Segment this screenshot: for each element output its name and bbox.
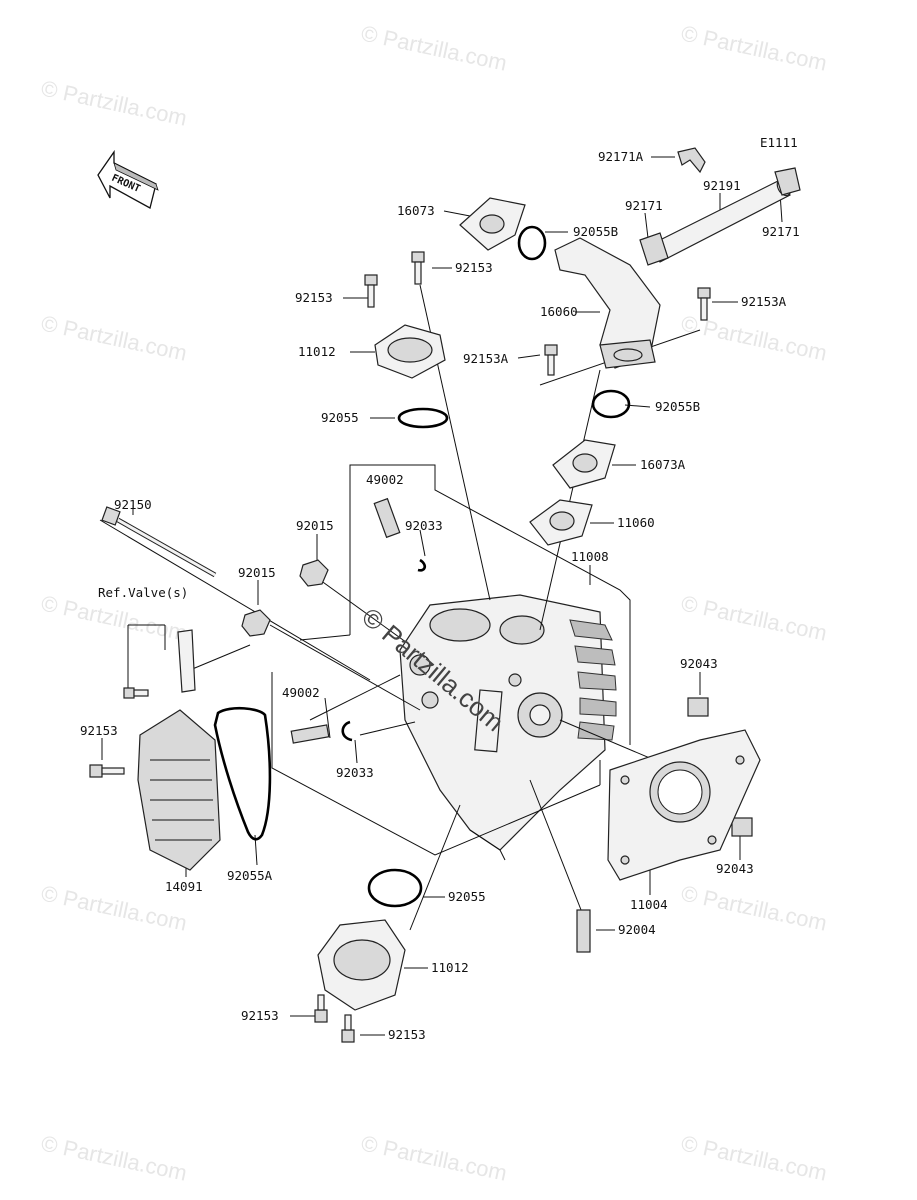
callout-label: 92150	[114, 497, 152, 512]
callout-label: 92055B	[655, 399, 700, 414]
ref-valve-label: Ref.Valve(s)	[98, 585, 188, 600]
watermark: © Partzilla.com	[359, 1130, 509, 1185]
callout-label: 49002	[282, 685, 320, 700]
callout-label: 92153	[241, 1008, 279, 1023]
callout-label: 92153	[295, 290, 333, 305]
callout-label: 92015	[296, 518, 334, 533]
bolt	[544, 344, 558, 376]
callout-label: 92153A	[741, 294, 787, 309]
o-ring	[517, 225, 547, 261]
callout-label: 49002	[366, 472, 404, 487]
watermark: © Partzilla.com	[679, 880, 829, 935]
callout-label: 16073	[397, 203, 435, 218]
valve-lifter	[290, 724, 330, 744]
nut	[299, 559, 329, 587]
callout-label: 92055B	[573, 224, 618, 239]
callout-label: 11004	[630, 897, 668, 912]
bolt	[341, 1014, 355, 1043]
bolt	[697, 287, 711, 321]
callout-label: 92033	[405, 518, 443, 533]
watermark: © Partzilla.com	[39, 75, 189, 130]
watermark: © Partzilla.com	[39, 1130, 189, 1185]
intake-pipe	[554, 237, 661, 369]
watermark-layer: © Partzilla.com © Partzilla.com © Partzi…	[39, 20, 829, 1185]
callout-label: 11060	[617, 515, 655, 530]
callout-label: 11012	[298, 344, 336, 359]
callout-label: 92043	[716, 861, 754, 876]
assembly-outline	[271, 464, 631, 856]
o-ring	[397, 407, 449, 429]
callout-label: 16060	[540, 304, 578, 319]
head-cover	[137, 709, 221, 871]
callout-label: 92171A	[598, 149, 644, 164]
callout-label: 92055	[448, 889, 486, 904]
valve-bracket	[177, 629, 196, 693]
watermark: © Partzilla.com	[679, 590, 829, 645]
callout-label: 92171	[762, 224, 800, 239]
stud	[576, 909, 591, 953]
nut	[241, 609, 271, 637]
callout-label: 92153	[455, 260, 493, 275]
bolt	[314, 994, 328, 1023]
front-arrow-icon: FRONT	[97, 149, 159, 209]
callout-label: 92033	[336, 765, 374, 780]
valve-lifter	[373, 497, 401, 539]
gasket-ring	[213, 706, 272, 841]
stud-bolt	[101, 506, 217, 578]
callout-label: 11012	[431, 960, 469, 975]
callout-label: 92015	[238, 565, 276, 580]
dowel-pin	[687, 697, 709, 717]
callout-labels: 92171A 92191 92171 92171 16073 92055B 92…	[80, 149, 800, 1042]
valve-cap	[317, 919, 406, 1011]
o-ring	[591, 389, 631, 419]
watermark: © Partzilla.com	[679, 1130, 829, 1185]
callout-label: 92171	[625, 198, 663, 213]
bolt	[89, 764, 125, 778]
callout-label: 92055A	[227, 868, 273, 883]
watermark: © Partzilla.com	[359, 20, 509, 75]
callout-label: 92043	[680, 656, 718, 671]
circlip	[341, 720, 353, 742]
watermark: © Partzilla.com	[39, 310, 189, 365]
valve-cap	[374, 324, 446, 379]
breather-hose	[639, 167, 801, 266]
bolt	[364, 274, 378, 308]
hose-clip	[677, 147, 706, 174]
callout-label: 92153A	[463, 351, 509, 366]
cylinder-head	[399, 594, 617, 861]
callout-label: 92055	[321, 410, 359, 425]
figure-code: E1111	[760, 135, 798, 150]
callout-label: 14091	[165, 879, 203, 894]
bolt	[123, 687, 149, 699]
callout-label: 11008	[571, 549, 609, 564]
callout-label: 92153	[388, 1027, 426, 1042]
callout-label: 16073A	[640, 457, 686, 472]
watermark: © Partzilla.com	[679, 20, 829, 75]
callout-label: 92153	[80, 723, 118, 738]
circlip	[417, 558, 427, 572]
callout-label: 92191	[703, 178, 741, 193]
dowel-pin	[731, 817, 753, 837]
bolt	[411, 251, 425, 285]
head-gasket	[607, 729, 761, 881]
o-ring	[367, 868, 423, 908]
callout-label: 92004	[618, 922, 656, 937]
